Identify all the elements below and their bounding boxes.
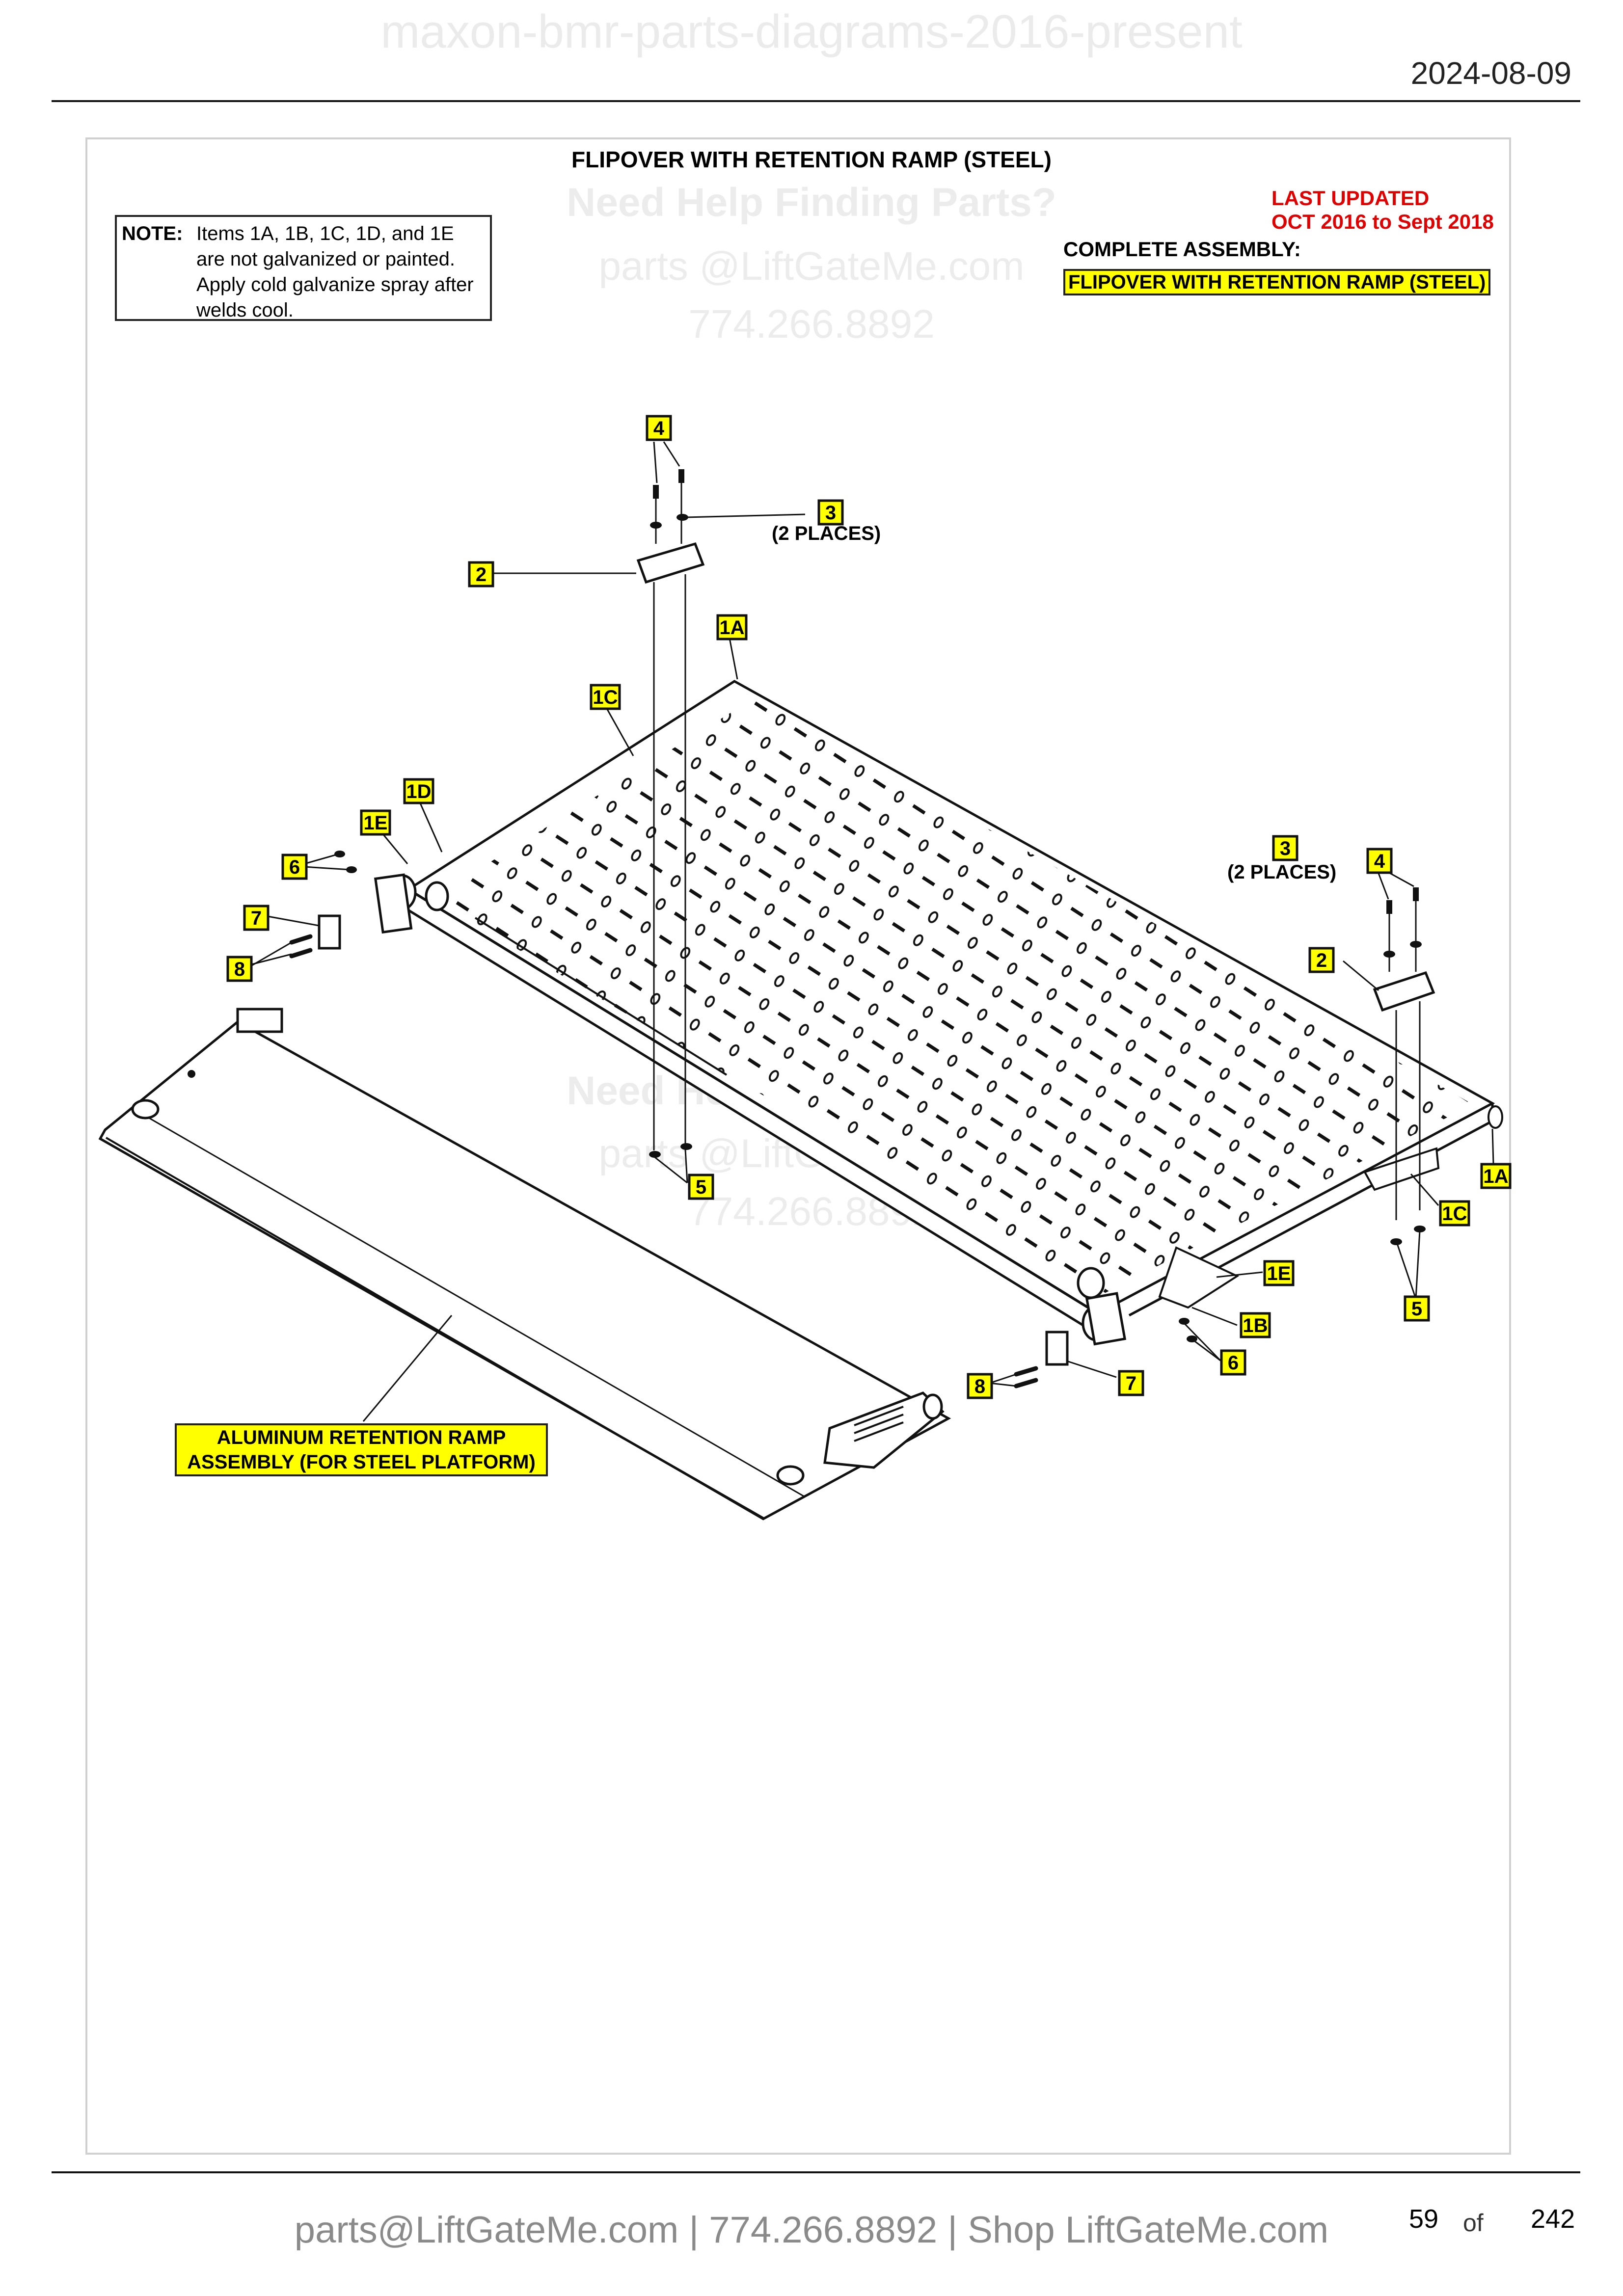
callout-2-top-text: 2 — [476, 564, 487, 586]
retention-ramp — [98, 1020, 951, 1520]
callout-4-top: 4 — [646, 415, 672, 441]
callout-1c-right-text: 1C — [1442, 1203, 1467, 1225]
last-updated-range: OCT 2016 to Sept 2018 — [1271, 210, 1494, 233]
callout-4-top-text: 4 — [653, 418, 665, 439]
callout-8-left-text: 8 — [234, 959, 245, 980]
callout-5-left: 5 — [688, 1174, 714, 1200]
callout-1e-right-text: 1E — [1267, 1263, 1291, 1284]
callout-1b: 1B — [1240, 1312, 1271, 1338]
hinge-bracket-left — [374, 873, 413, 934]
complete-assembly-label: COMPLETE ASSEMBLY: — [1063, 238, 1301, 261]
callout-8-right-text: 8 — [974, 1376, 985, 1397]
callout-1d-text: 1D — [406, 781, 431, 802]
watermark-help-top: Need Help Finding Parts? — [567, 180, 1056, 225]
note-box: NOTE: Items 1A, 1B, 1C, 1D, and 1E are n… — [115, 215, 492, 321]
callout-7-left: 7 — [243, 905, 270, 931]
plate-top-right — [1373, 971, 1435, 1012]
page-date: 2024-08-09 — [1410, 55, 1571, 91]
page-number: 59 — [1409, 2204, 1439, 2234]
note-label: NOTE: — [122, 223, 183, 244]
ramp-hinge-left — [236, 1008, 283, 1033]
last-updated: LAST UPDATED OCT 2016 to Sept 2018 — [1271, 187, 1494, 234]
note-line: are not galvanized or painted. — [196, 248, 456, 270]
callout-3-right-text: 3 — [1280, 838, 1291, 859]
ramp-label-line: ALUMINUM RETENTION RAMP — [216, 1427, 506, 1448]
callout-6-right: 6 — [1220, 1349, 1246, 1376]
callout-1e-left-text: 1E — [364, 812, 388, 834]
callout-1e-right: 1E — [1263, 1260, 1295, 1286]
pin-block-right — [1045, 1331, 1069, 1366]
callout-1d: 1D — [403, 778, 434, 804]
callout-8-left: 8 — [226, 956, 253, 982]
watermark-title: maxon-bmr-parts-diagrams-2016-present — [380, 5, 1243, 58]
places-note-right: (2 PLACES) — [1227, 861, 1336, 883]
callout-1c-top-text: 1C — [593, 687, 618, 708]
footer-contact: parts@LiftGateMe.com | 774.266.8892 | Sh… — [294, 2209, 1329, 2251]
diagram-title: FLIPOVER WITH RETENTION RAMP (STEEL) — [571, 147, 1052, 172]
note-line: Items 1A, 1B, 1C, 1D, and 1E — [196, 223, 454, 244]
callout-2-right: 2 — [1308, 947, 1335, 973]
diagram-frame — [85, 137, 1511, 2155]
footer-divider — [52, 2171, 1580, 2173]
hinge-bracket-right — [1085, 1292, 1127, 1346]
header-divider — [52, 100, 1580, 102]
callout-1a-top-text: 1A — [719, 617, 744, 639]
gusset-right — [1158, 1246, 1240, 1309]
callout-2-top: 2 — [468, 561, 494, 587]
callout-5-right: 5 — [1404, 1295, 1430, 1322]
plate-top-left — [636, 542, 705, 584]
callout-4-right-text: 4 — [1374, 851, 1385, 872]
page-total: 242 — [1531, 2204, 1575, 2234]
last-updated-label: LAST UPDATED — [1271, 187, 1430, 210]
callout-6-right-text: 6 — [1228, 1352, 1239, 1374]
callout-1a-top: 1A — [716, 614, 748, 641]
callout-7-right: 7 — [1118, 1370, 1144, 1396]
watermark-phone-top: 774.266.8892 — [688, 302, 935, 347]
callout-7-right-text: 7 — [1126, 1373, 1136, 1394]
ramp-assembly-label: ALUMINUM RETENTION RAMP ASSEMBLY (FOR ST… — [175, 1423, 548, 1476]
callout-1e-left: 1E — [360, 809, 391, 836]
callout-4-right: 4 — [1366, 848, 1393, 874]
callout-2-right-text: 2 — [1316, 950, 1327, 971]
note-line: welds cool. — [196, 299, 294, 321]
page-of: of — [1463, 2209, 1484, 2237]
callout-1c-top: 1C — [590, 684, 621, 710]
callout-7-left-text: 7 — [251, 908, 262, 929]
note-line: Apply cold galvanize spray after — [196, 274, 474, 295]
places-note-top: (2 PLACES) — [772, 523, 881, 544]
callout-6-left: 6 — [281, 854, 308, 880]
callout-6-left-text: 6 — [289, 856, 300, 878]
ramp-label-line: ASSEMBLY (FOR STEEL PLATFORM) — [187, 1451, 536, 1473]
complete-assembly-value: FLIPOVER WITH RETENTION RAMP (STEEL) — [1063, 269, 1491, 295]
callout-3-top: 3 — [817, 499, 844, 526]
callout-5-left-text: 5 — [696, 1176, 706, 1198]
callout-1b-text: 1B — [1243, 1315, 1268, 1336]
callout-3-right: 3 — [1272, 835, 1298, 861]
platform-perforations — [432, 697, 1473, 1296]
callout-1c-right: 1C — [1439, 1200, 1470, 1227]
callout-3-top-text: 3 — [825, 502, 836, 524]
watermark-email-top: parts @LiftGateMe.com — [598, 244, 1025, 289]
callout-8-right: 8 — [967, 1373, 993, 1399]
callout-1a-right: 1A — [1480, 1163, 1512, 1189]
pin-block-left — [318, 914, 341, 950]
callout-1a-right-text: 1A — [1483, 1166, 1508, 1187]
callout-5-right-text: 5 — [1411, 1298, 1422, 1320]
